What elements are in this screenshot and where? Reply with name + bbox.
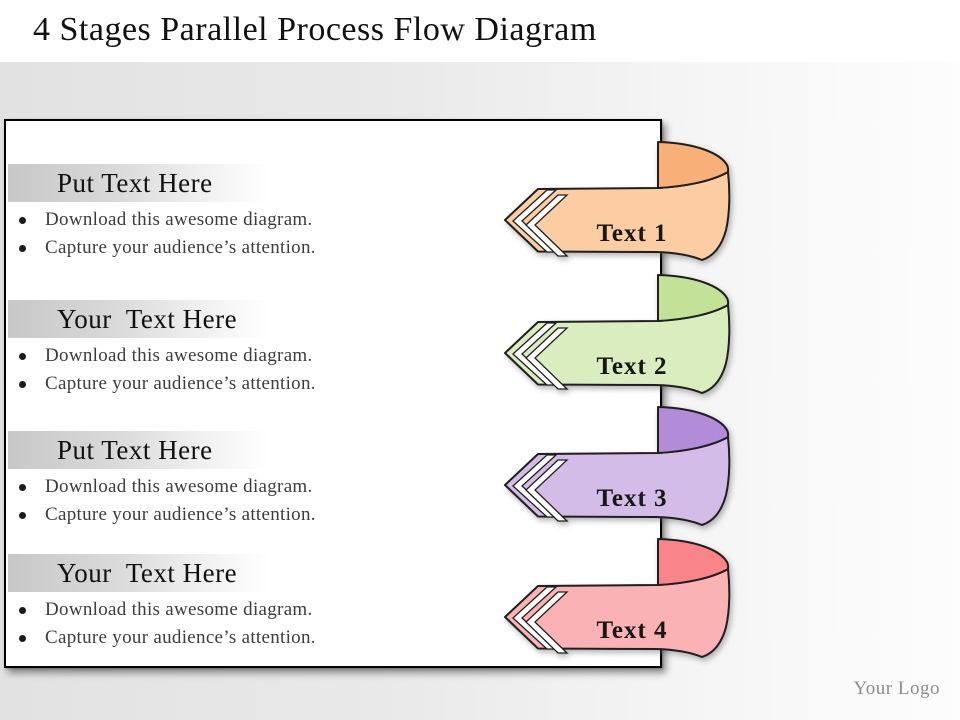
section-heading: Put Text Here — [57, 168, 213, 198]
section-heading: Your Text Here — [57, 558, 238, 588]
ribbon-label: Text 1 — [596, 220, 667, 247]
bullet-dot-icon — [19, 217, 26, 224]
bullet-list: Download this awesome diagram. Capture y… — [6, 473, 660, 529]
heading-highlight-bar: Your Text Here — [8, 554, 270, 592]
bullet-dot-icon — [19, 607, 26, 614]
bullet-item: Download this awesome diagram. — [6, 596, 660, 624]
ribbon-stage-4: Text 4 — [504, 538, 731, 658]
bullet-list: Download this awesome diagram. Capture y… — [6, 596, 660, 652]
bullet-item: Download this awesome diagram. — [6, 342, 660, 370]
bullet-text: Download this awesome diagram. — [45, 476, 313, 497]
ribbon-stage-3: Text 3 — [504, 406, 731, 526]
chevron-icon — [525, 194, 569, 257]
ribbon-label: Text 2 — [596, 353, 667, 380]
bullet-list: Download this awesome diagram. Capture y… — [6, 342, 660, 398]
bullet-item: Capture your audience’s attention. — [6, 501, 660, 529]
bullet-item: Download this awesome diagram. — [6, 206, 660, 234]
section-heading: Put Text Here — [57, 435, 213, 465]
bullet-text: Download this awesome diagram. — [45, 209, 313, 230]
bullet-list: Download this awesome diagram. Capture y… — [6, 206, 660, 262]
ribbon-stage-2: Text 2 — [504, 274, 731, 394]
chevron-icon — [525, 327, 569, 390]
bullet-text: Download this awesome diagram. — [45, 599, 313, 620]
ribbon-label: Text 4 — [596, 617, 667, 644]
ribbon-roll-top — [657, 538, 730, 586]
bullet-text: Capture your audience’s attention. — [45, 504, 316, 525]
bullet-text: Capture your audience’s attention. — [45, 237, 316, 258]
bullet-dot-icon — [19, 245, 26, 252]
bullet-text: Download this awesome diagram. — [45, 345, 313, 366]
bullet-dot-icon — [19, 353, 26, 360]
slide-title: 4 Stages Parallel Process Flow Diagram — [33, 11, 597, 48]
bullet-dot-icon — [19, 512, 26, 519]
section-stage-4: Your Text Here Download this awesome dia… — [6, 554, 660, 652]
ribbon-roll-top — [657, 406, 730, 454]
bullet-item: Download this awesome diagram. — [6, 473, 660, 501]
heading-highlight-bar: Put Text Here — [8, 164, 270, 202]
bullet-dot-icon — [19, 484, 26, 491]
section-heading: Your Text Here — [57, 304, 238, 334]
ribbon-roll-top — [657, 141, 730, 189]
heading-highlight-bar: Your Text Here — [8, 300, 270, 338]
section-stage-3: Put Text Here Download this awesome diag… — [6, 431, 660, 529]
bullet-item: Capture your audience’s attention. — [6, 624, 660, 652]
bullet-text: Capture your audience’s attention. — [45, 373, 316, 394]
ribbon-label: Text 3 — [596, 485, 667, 512]
bullet-text: Capture your audience’s attention. — [45, 627, 316, 648]
logo-placeholder: Your Logo — [853, 678, 940, 699]
section-stage-1: Put Text Here Download this awesome diag… — [6, 164, 660, 262]
ribbon-roll-top — [657, 274, 730, 322]
chevron-icon — [525, 591, 569, 654]
ribbon-stage-1: Text 1 — [504, 141, 731, 261]
heading-highlight-bar: Put Text Here — [8, 431, 270, 469]
bullet-dot-icon — [19, 381, 26, 388]
bullet-item: Capture your audience’s attention. — [6, 370, 660, 398]
chevron-icon — [525, 459, 569, 522]
section-stage-2: Your Text Here Download this awesome dia… — [6, 300, 660, 398]
bullet-item: Capture your audience’s attention. — [6, 234, 660, 262]
bullet-dot-icon — [19, 635, 26, 642]
